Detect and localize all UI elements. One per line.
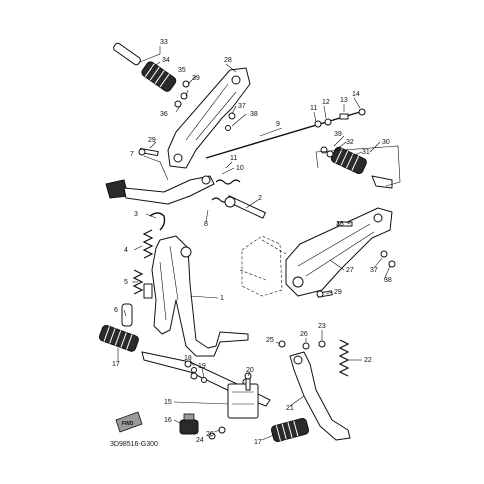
brake-rod — [205, 108, 366, 159]
main-stand — [143, 235, 249, 357]
callout-36a: 36 — [160, 111, 168, 118]
damper-16 — [179, 413, 199, 435]
callout-7: 7 — [130, 151, 134, 158]
callout-9: 9 — [276, 121, 280, 128]
callout-33: 33 — [160, 39, 168, 46]
bolt-29-upper — [138, 147, 159, 157]
callout-38b: 38 — [384, 277, 392, 284]
side-stand — [289, 351, 351, 441]
callout-36b: 36 — [336, 221, 344, 228]
callout-17a: 17 — [112, 361, 120, 368]
callout-20: 20 — [246, 367, 254, 374]
callout-26a: 26 — [206, 431, 214, 438]
rider-footrest-bracket-left — [167, 67, 251, 169]
spring-5 — [132, 269, 144, 295]
engine-mount-outline — [239, 235, 287, 297]
callout-38a: 38 — [250, 111, 258, 118]
callout-5: 5 — [124, 279, 128, 286]
callout-37a: 37 — [238, 103, 246, 110]
callout-39a: 39 — [192, 75, 200, 82]
callout-11a: 11 — [310, 105, 317, 112]
footrest-bar — [141, 351, 271, 419]
leader-lines — [117, 46, 391, 441]
callout-26b: 26 — [300, 331, 308, 338]
callout-18: 18 — [184, 355, 192, 362]
callout-39b: 39 — [334, 131, 342, 138]
callout-13: 13 — [340, 97, 348, 104]
callout-11b: 11 — [230, 155, 237, 162]
callout-17b: 17 — [254, 439, 262, 446]
collar-6 — [121, 303, 133, 327]
callout-10: 10 — [236, 165, 244, 172]
fwd-arrow-icon: FWD — [115, 411, 143, 433]
footrest-right-lower — [270, 418, 310, 442]
callout-24: 24 — [196, 437, 204, 444]
callout-labels: 33 34 35 39 28 36 37 38 29 7 9 11 12 13 … — [112, 39, 392, 446]
fwd-label: FWD — [122, 421, 134, 427]
callout-15: 15 — [164, 399, 172, 406]
callout-12: 12 — [322, 99, 330, 106]
bolt-29-lower — [316, 290, 333, 298]
callout-37b: 37 — [370, 267, 378, 274]
callout-28: 28 — [224, 57, 232, 64]
callout-14: 14 — [352, 91, 360, 98]
diagram-code: 3D98516-G300 — [110, 441, 158, 448]
callout-2: 2 — [258, 195, 262, 202]
callout-35: 35 — [178, 67, 186, 74]
rider-footrest-bracket-right — [285, 207, 396, 297]
callout-8: 8 — [204, 221, 208, 228]
footrest-left-lower — [98, 324, 139, 352]
passenger-footrest-right — [315, 145, 401, 189]
callout-31: 31 — [362, 149, 370, 156]
hook-3 — [149, 212, 166, 231]
callout-3: 3 — [134, 211, 138, 218]
callout-34: 34 — [162, 57, 170, 64]
bolt-23-25-26 — [278, 340, 326, 350]
callout-6: 6 — [114, 307, 118, 314]
side-stand-spring — [338, 339, 350, 377]
brake-pedal — [105, 175, 241, 205]
callout-25: 25 — [266, 337, 274, 344]
callout-4: 4 — [124, 247, 128, 254]
washers-24-26 — [208, 426, 226, 440]
callout-30: 30 — [382, 139, 390, 146]
spring-4 — [142, 229, 154, 259]
callout-23: 23 — [318, 323, 326, 330]
callout-16: 16 — [164, 417, 172, 424]
callout-32: 32 — [346, 139, 354, 146]
callout-21: 21 — [286, 405, 294, 412]
footrest-left-upper — [113, 42, 236, 131]
callout-19: 19 — [198, 363, 206, 370]
callout-29a: 29 — [148, 137, 156, 144]
pivot-shaft — [224, 195, 266, 219]
callout-22: 22 — [364, 357, 372, 364]
callout-1: 1 — [220, 295, 224, 302]
callout-27: 27 — [346, 267, 354, 274]
callout-29b: 29 — [334, 289, 342, 296]
